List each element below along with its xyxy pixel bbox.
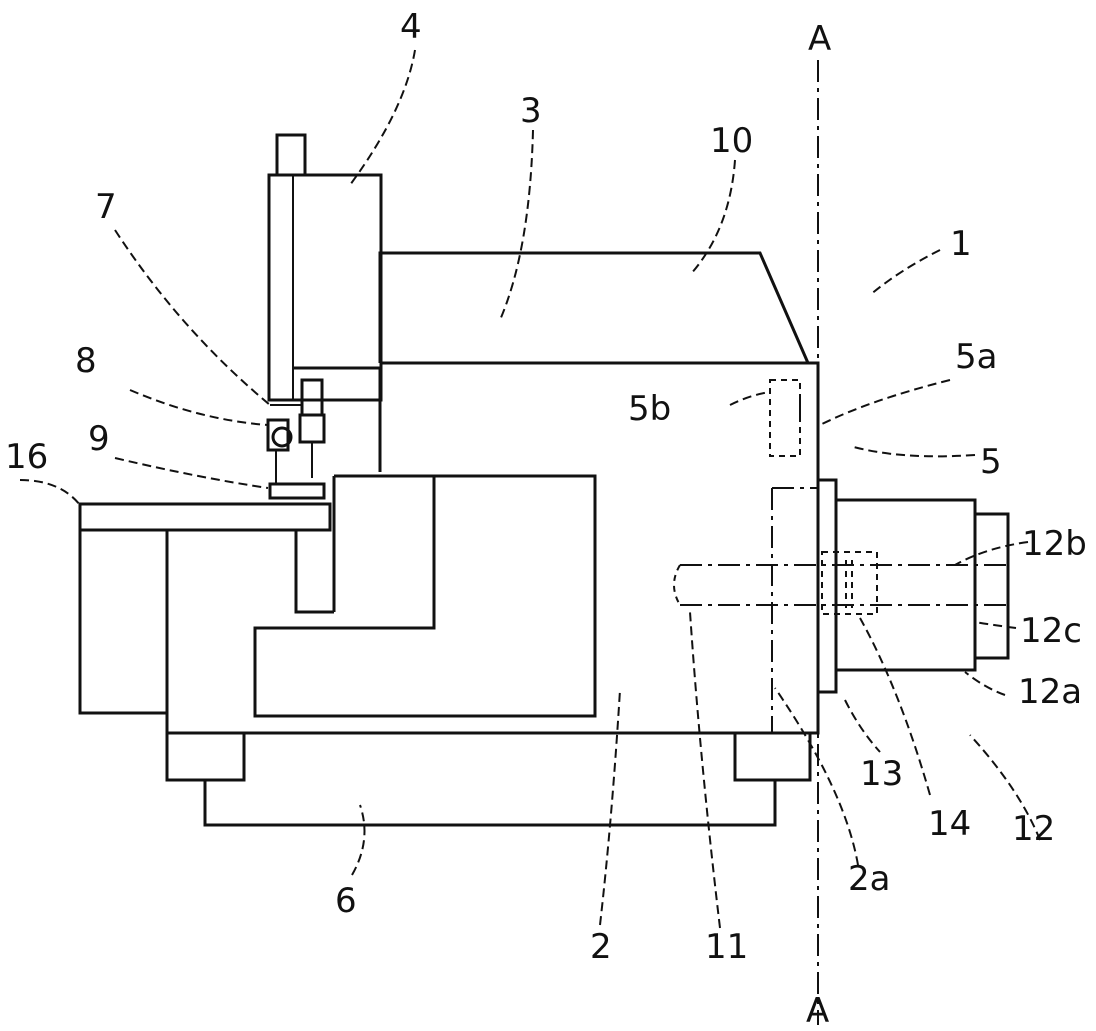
- tool-parts: [268, 380, 324, 498]
- label-2: 2: [590, 927, 612, 967]
- label-4: 4: [400, 7, 422, 47]
- label-12b: 12b: [1022, 524, 1087, 564]
- spindle-unit-12: [836, 500, 1008, 670]
- label-5: 5: [980, 442, 1002, 482]
- label-12a: 12a: [1018, 672, 1082, 712]
- head-4: [269, 135, 381, 400]
- label-8: 8: [75, 341, 97, 381]
- label-1: 1: [950, 224, 972, 264]
- hidden-feature-5: [770, 380, 800, 456]
- table-16: [80, 504, 334, 733]
- leader-lines: [20, 50, 1040, 928]
- label-a-top: A: [808, 19, 831, 59]
- label-5b: 5b: [628, 389, 671, 429]
- label-9: 9: [88, 419, 110, 459]
- shaft-11: [674, 552, 1008, 614]
- base-6: [167, 733, 810, 825]
- label-13: 13: [860, 754, 903, 794]
- label-3: 3: [520, 91, 542, 131]
- label-10: 10: [710, 121, 753, 161]
- stepped-blocks: [255, 476, 595, 716]
- flange-13: [818, 480, 836, 692]
- label-2a: 2a: [848, 859, 890, 899]
- label-a-bottom: A: [806, 991, 829, 1031]
- column-3: [293, 368, 380, 472]
- arm-10: [380, 253, 808, 363]
- label-6: 6: [335, 881, 357, 921]
- label-7: 7: [95, 187, 117, 227]
- label-16: 16: [5, 437, 48, 477]
- label-5a: 5a: [955, 337, 997, 377]
- label-12: 12: [1012, 809, 1055, 849]
- label-12c: 12c: [1020, 611, 1082, 651]
- label-14: 14: [928, 804, 971, 844]
- bed-2: [167, 363, 818, 733]
- label-11: 11: [705, 927, 748, 967]
